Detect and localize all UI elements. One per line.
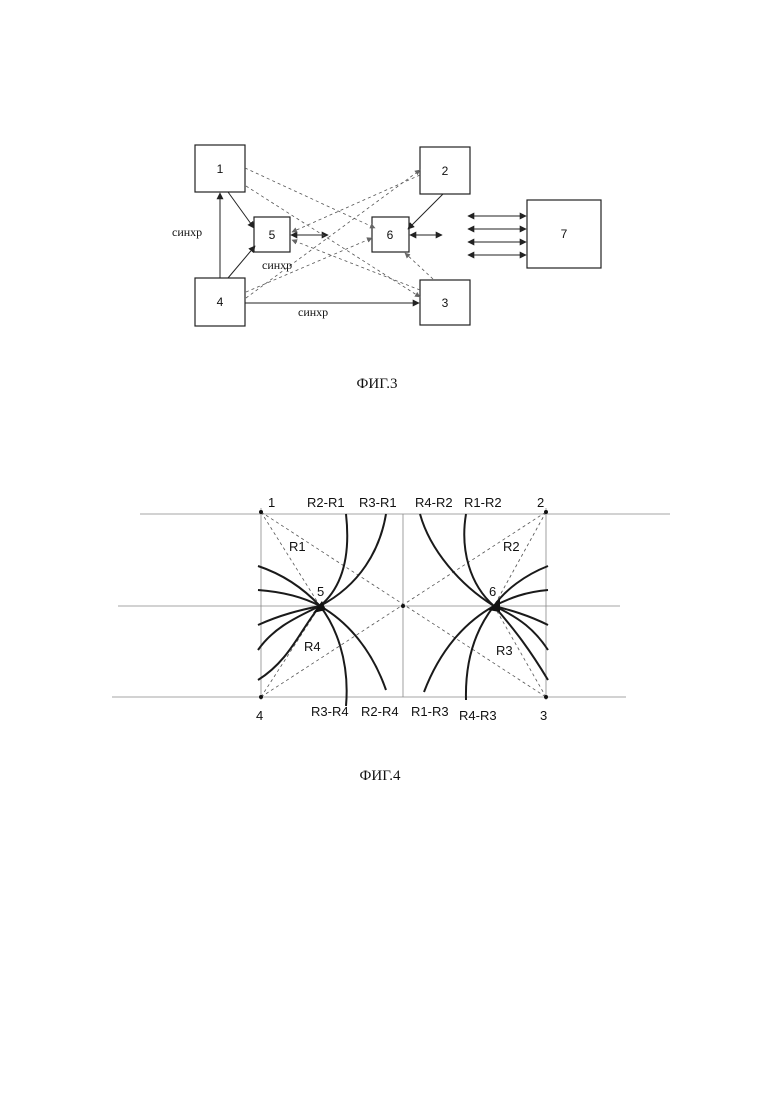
label-r3-r1: R3-R1 [359, 495, 397, 510]
point-3-label: 3 [540, 708, 547, 723]
point-5-label: 5 [317, 584, 324, 599]
sync-label-left: синхр [172, 225, 202, 239]
label-r4-r3: R4-R3 [459, 708, 497, 723]
figure-4-caption: ФИГ.4 [360, 768, 401, 784]
curve-r1-r3 [424, 590, 548, 692]
sync-label-bottom: синхр [298, 305, 328, 319]
block-7: 7 [527, 200, 601, 268]
label-r4-r2: R4-R2 [415, 495, 453, 510]
label-r4: R4 [304, 639, 321, 654]
block-2: 2 [420, 147, 470, 194]
point-1-marker [259, 510, 263, 514]
label-r2-r1: R2-R1 [307, 495, 345, 510]
point-2-marker [544, 510, 548, 514]
point-6-label: 6 [489, 584, 496, 599]
label-r1-r2: R1-R2 [464, 495, 502, 510]
link-4-to-5 [228, 246, 255, 278]
block-1-label: 1 [217, 162, 224, 176]
point-2-label: 2 [537, 495, 544, 510]
dashed-3-to-6 [405, 253, 433, 279]
point-1-label: 1 [268, 495, 275, 510]
hyperbolas-left [258, 514, 386, 706]
block-2-label: 2 [442, 164, 449, 178]
sync-label-mid: синхр [262, 258, 292, 272]
bus-6-to-7 [468, 216, 526, 255]
link-2-to-6 [408, 194, 443, 229]
point-4-label: 4 [256, 708, 263, 723]
block-5-label: 5 [269, 228, 276, 242]
block-6-label: 6 [387, 228, 394, 242]
block-4: 4 [195, 278, 245, 326]
block-1: 1 [195, 145, 245, 192]
block-6: 6 [372, 217, 409, 252]
curve-r4-r2 [420, 514, 548, 650]
curve-r3-r1 [258, 514, 386, 650]
point-3-marker [544, 695, 548, 699]
block-3-label: 3 [442, 296, 449, 310]
block-5: 5 [254, 217, 290, 252]
label-r2-r4: R2-R4 [361, 704, 399, 719]
block-3: 3 [420, 280, 470, 325]
figure-3-caption: ФИГ.3 [357, 376, 398, 392]
block-4-label: 4 [217, 295, 224, 309]
hyperbolas-right [420, 514, 548, 700]
block-7-label: 7 [561, 227, 568, 241]
label-r1-r3: R1-R3 [411, 704, 449, 719]
label-r1: R1 [289, 539, 306, 554]
label-r3-r4: R3-R4 [311, 704, 349, 719]
point-4-marker [259, 695, 263, 699]
label-r3: R3 [496, 643, 513, 658]
center-point [401, 604, 405, 608]
figure-3: 1 2 3 4 5 6 7 [172, 145, 601, 392]
figure-4: 1 2 3 4 5 6 R2-R1 R3-R1 R4-R2 R1-R2 R3-R… [112, 495, 670, 784]
label-r2: R2 [503, 539, 520, 554]
link-1-to-5 [228, 192, 254, 228]
